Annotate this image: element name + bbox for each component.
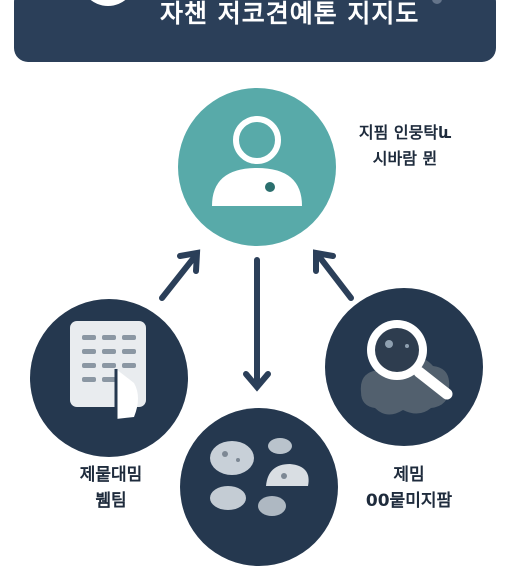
caption-magnifier-line1: 제밈 (393, 465, 425, 485)
arrow-left-to-center (159, 252, 199, 301)
page-title: 자챈 저코견예톤 지지도 (160, 0, 420, 28)
person-icon (212, 116, 302, 206)
node-document (30, 299, 188, 457)
caption-document: 제뭍대밈 뷈팀 (56, 462, 166, 514)
caption-document-line1: 제뭍대밈 (79, 465, 143, 485)
arrow-left-head (177, 249, 201, 274)
header-banner: 자챈 저코견예톤 지지도 (14, 0, 496, 62)
document-icon (70, 321, 146, 419)
node-stones (180, 408, 338, 566)
caption-document-line2: 뷈팀 (95, 491, 127, 511)
node-magnifier (325, 288, 483, 446)
arrow-right-head (313, 249, 336, 274)
moon-icon (90, 0, 126, 6)
header-dot (432, 0, 442, 4)
node-person (178, 88, 336, 246)
caption-person-line2: 시바람 뮌 (372, 149, 438, 168)
caption-person: 지핌 인뭉탁և 시바람 뮌 (350, 120, 460, 172)
arrow-bottom-head (243, 371, 271, 392)
arrow-right-to-center (315, 252, 354, 301)
caption-person-line1: 지핌 인뭉탁և (358, 123, 452, 142)
stones-icon (210, 438, 309, 516)
magnifier-icon (360, 320, 453, 415)
caption-magnifier: 제밈 00뭍미지팜 (344, 462, 474, 514)
flow-arrows (159, 249, 354, 392)
caption-magnifier-line2: 00뭍미지팜 (365, 491, 453, 511)
